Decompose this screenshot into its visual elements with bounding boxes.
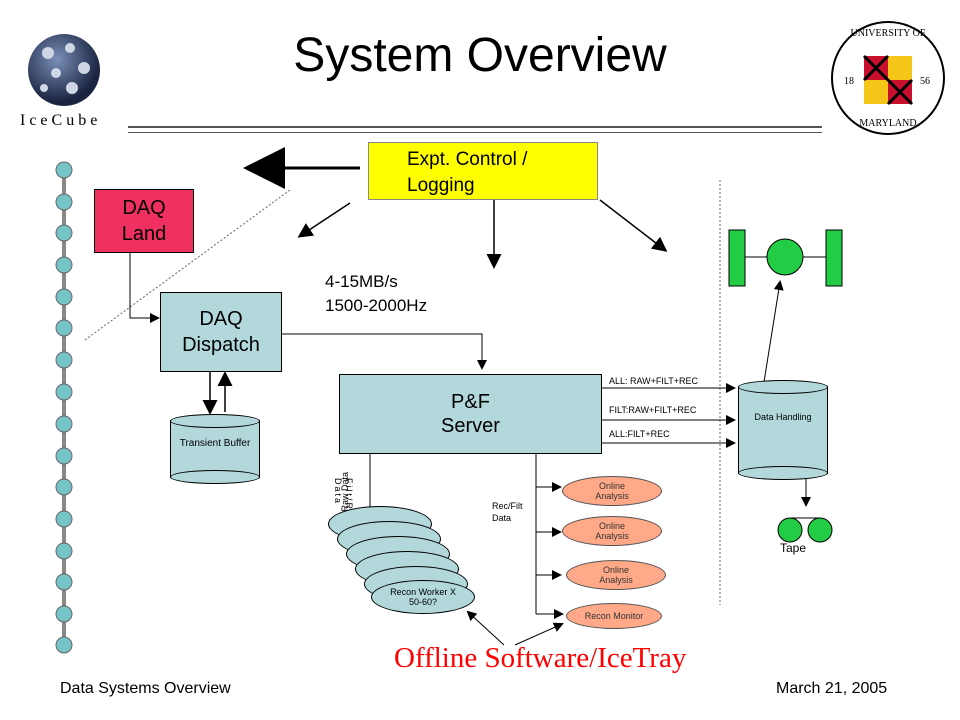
header-rule (128, 126, 822, 133)
data-rate-label: 4-15MB/s 1500-2000Hz (325, 270, 427, 318)
pf-server-box[interactable]: P&F Server (339, 374, 602, 454)
daq-dispatch-label: DAQ Dispatch (182, 308, 260, 356)
icecube-logo: IceCube (8, 28, 128, 148)
transient-buffer-label: Transient Buffer (179, 438, 251, 449)
icecube-globe-icon (28, 34, 100, 106)
footer-right: March 21, 2005 (776, 680, 888, 697)
pf-server-label: P&F Server (441, 391, 500, 437)
data-handling-label: Data Handling (754, 412, 812, 422)
umd-year-left: 18 (844, 76, 854, 87)
online-analysis-1[interactable]: Online Analysis (562, 476, 662, 506)
umd-year-right: 56 (920, 76, 930, 87)
offline-software-label: Offline Software/IceTray (394, 642, 687, 674)
svg-text:MARYLAND: MARYLAND (859, 118, 916, 129)
page-title: System Overview (293, 29, 667, 82)
data-rate-hz: 1500-2000Hz (325, 296, 428, 315)
online-analysis-3-label: Online Analysis (599, 565, 633, 585)
rec-filt-data-label: Rec/Filt Data (492, 501, 523, 523)
tape-icon (777, 517, 833, 543)
daq-land-box[interactable]: DAQ Land (94, 189, 194, 253)
svg-text:UNIVERSITY OF: UNIVERSITY OF (851, 28, 926, 39)
transient-buffer[interactable]: Transient Buffer (170, 414, 260, 484)
stream-label-1: ALL: RAW+FILT+REC (609, 376, 699, 386)
umd-seal-icon: UNIVERSITY OF MARYLAND 18 56 (831, 21, 945, 135)
stream-label-3: ALL:FILT+REC (609, 429, 670, 439)
recon-monitor[interactable]: Recon Monitor (566, 603, 662, 629)
daq-dispatch-box[interactable]: DAQ Dispatch (160, 292, 282, 372)
data-rate-mbps: 4-15MB/s (325, 272, 398, 291)
tape-label: Tape (780, 541, 807, 555)
filt-recon-data-label: Filt/Recon Data (333, 478, 354, 528)
online-analysis-1-label: Online Analysis (595, 481, 629, 501)
online-analysis-2-label: Online Analysis (595, 521, 629, 541)
expt-control-label: Expt. Control / Logging (407, 149, 528, 196)
recon-worker[interactable]: Recon Worker X 50-60? (371, 580, 475, 614)
recon-monitor-label: Recon Monitor (584, 611, 644, 621)
recon-worker-label: Recon Worker X 50-60? (390, 587, 456, 607)
detector-sensors (55, 161, 73, 654)
data-handling[interactable]: Data Handling (738, 380, 828, 480)
storage-icon (728, 229, 843, 287)
daq-land-label: DAQ Land (121, 197, 167, 245)
icecube-logo-text: IceCube (20, 112, 102, 129)
online-analysis-3[interactable]: Online Analysis (566, 560, 666, 590)
expt-control-box[interactable]: Expt. Control / Logging (368, 142, 598, 200)
footer-left: Data Systems Overview (60, 680, 231, 697)
online-analysis-2[interactable]: Online Analysis (562, 516, 662, 546)
stream-label-2: FILT:RAW+FILT+REC (609, 405, 697, 415)
